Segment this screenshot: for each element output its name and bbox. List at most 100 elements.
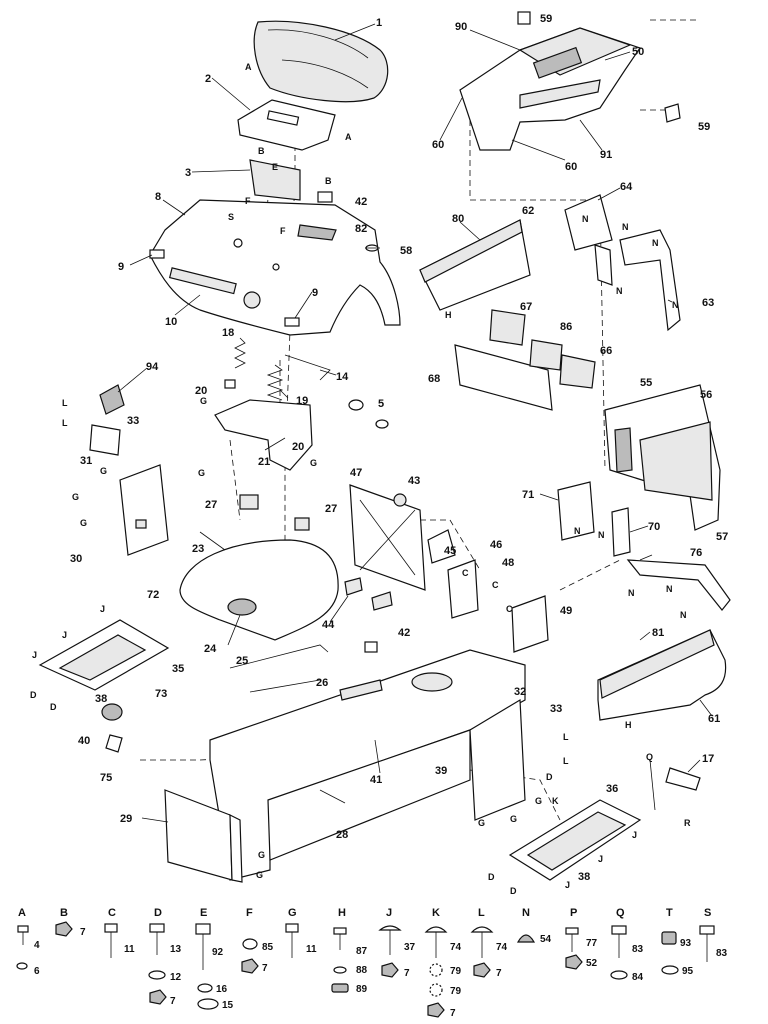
callout-29: 29 (120, 813, 132, 825)
letter-tag: L (62, 418, 68, 428)
hardware-Q: Q 83 84 (610, 907, 644, 983)
letter-tag: G (200, 396, 207, 406)
letter-tag: G (100, 466, 107, 476)
letter-tag: N (628, 588, 635, 598)
letter-tag: S (228, 212, 234, 222)
callout-9: 9 (312, 287, 318, 299)
hardware-part-number: 7 (404, 968, 410, 979)
hardware-E: E 92 16 15 (195, 907, 234, 1011)
callout-66: 66 (600, 345, 612, 357)
hardware-part-number: 74 (496, 942, 508, 953)
side-panel-30 (89, 424, 169, 556)
callout-49: 49 (560, 605, 572, 617)
hardware-letter: S (704, 907, 711, 919)
hardware-N: N 54 (516, 907, 552, 945)
callout-80: 80 (452, 213, 464, 225)
letter-tag: G (258, 850, 265, 860)
callout-9: 9 (118, 261, 124, 273)
hardware-K: K 74 79 79 7 (424, 907, 462, 1019)
letter-tag: C (462, 568, 469, 578)
hardware-part-number: 37 (404, 942, 416, 953)
letter-tag: H (445, 310, 452, 320)
hood (459, 11, 681, 151)
callout-71: 71 (522, 489, 534, 501)
hardware-part-number: 79 (450, 986, 462, 997)
callout-61: 61 (708, 713, 720, 725)
side-panels-62 (419, 219, 531, 311)
callout-1: 1 (376, 17, 382, 29)
hardware-part-number: 74 (450, 942, 462, 953)
callout-59: 59 (540, 13, 552, 25)
letter-tag: G (256, 870, 263, 880)
hardware-part-number: 13 (170, 944, 182, 955)
letter-tag: G (80, 518, 87, 528)
letter-tag: G (535, 796, 542, 806)
hardware-part-number: 87 (356, 946, 368, 957)
hardware-part-number: 92 (212, 947, 224, 958)
hardware-part-number: 4 (34, 940, 40, 951)
fuel-tank (179, 494, 339, 641)
footrest-left (38, 619, 170, 753)
letter-tag: J (100, 604, 105, 614)
hardware-letter: K (432, 907, 440, 919)
callout-86: 86 (560, 321, 572, 333)
hardware-part-number: 84 (632, 972, 644, 983)
callout-14: 14 (336, 371, 349, 383)
hardware-part-number: 7 (496, 968, 502, 979)
front-bumper-29 (164, 789, 243, 883)
callout-62: 62 (522, 205, 534, 217)
callout-43: 43 (408, 475, 420, 487)
letter-tag: N (616, 286, 623, 296)
letter-tag: N (680, 610, 687, 620)
letter-tag: N (652, 238, 659, 248)
callout-42: 42 (398, 627, 410, 639)
letter-tag: N (574, 526, 581, 536)
hardware-part-number: 7 (262, 963, 268, 974)
callout-33: 33 (550, 703, 562, 715)
callout-50: 50 (632, 46, 644, 58)
letter-tag: N (598, 530, 605, 540)
grille-56 (604, 384, 721, 531)
letter-tag: J (565, 880, 570, 890)
hardware-part-number: 95 (682, 966, 694, 977)
letter-tag: J (598, 854, 603, 864)
hardware-A: A 4 6 (16, 907, 40, 977)
hardware-C: C 11 (104, 907, 135, 958)
callout-38: 38 (95, 693, 107, 705)
hardware-part-number: 77 (586, 938, 598, 949)
pin-17 (649, 759, 701, 811)
callout-42: 42 (355, 196, 367, 208)
letter-tag: G (72, 492, 79, 502)
callout-27: 27 (325, 503, 337, 515)
callout-36: 36 (606, 783, 618, 795)
hardware-P: P 77 52 (565, 907, 598, 970)
hardware-letter: Q (616, 907, 625, 919)
callout-20: 20 (195, 385, 207, 397)
callout-46: 46 (490, 539, 502, 551)
hardware-letter: J (386, 907, 392, 919)
hardware-J: J 37 7 (378, 907, 416, 979)
hardware-part-number: 11 (306, 944, 317, 955)
seat-hinge-bracket (249, 159, 333, 203)
callout-44: 44 (322, 619, 335, 631)
hardware-letter: A (18, 907, 26, 919)
hardware-part-number: 7 (450, 1008, 456, 1019)
callout-72: 72 (147, 589, 159, 601)
hardware-part-number: 6 (34, 966, 40, 977)
callout-47: 47 (350, 467, 362, 479)
callout-39: 39 (435, 765, 447, 777)
hardware-legend: A 4 6 B 7 C 11 D 13 12 7 (16, 907, 728, 1019)
callout-32: 32 (514, 686, 526, 698)
hardware-letter: C (108, 907, 116, 919)
callout-57: 57 (716, 531, 728, 543)
letter-tag: D (30, 690, 37, 700)
callout-90: 90 (455, 21, 467, 33)
seat (253, 20, 389, 103)
callout-27: 27 (205, 499, 217, 511)
callout-40: 40 (78, 735, 90, 747)
bracket-64 (564, 194, 681, 332)
callout-38: 38 (578, 871, 590, 883)
letter-tag: A (245, 62, 252, 72)
letter-tag: D (488, 872, 495, 882)
